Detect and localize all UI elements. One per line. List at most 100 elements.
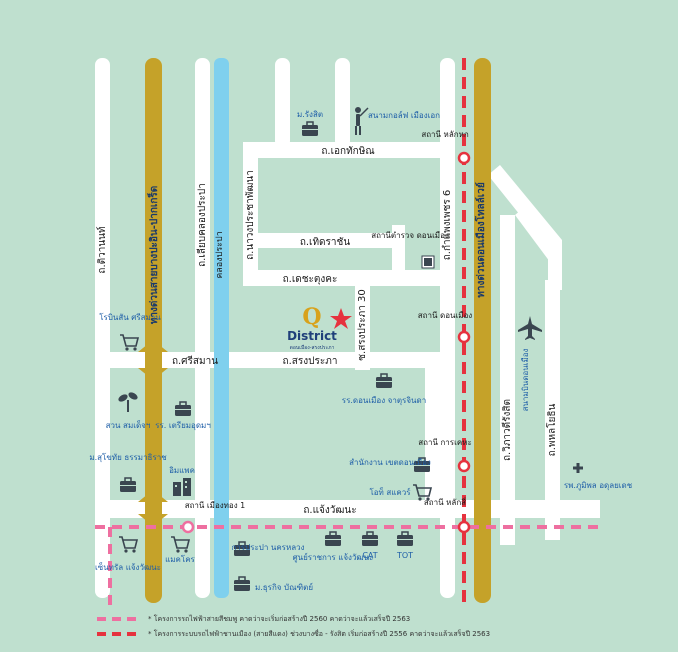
road-label-vibhavadi: ถ.วิภาวดีรังสิต — [501, 399, 513, 461]
label-park: สวน สมเด็จฯ — [106, 420, 151, 430]
road-phahonyothin — [545, 280, 560, 540]
station-marker-mueang-thong — [181, 520, 195, 534]
logo-tagline: ดอนเมือง-สรงประภา — [290, 344, 335, 351]
road-ekthakhin — [243, 142, 455, 158]
road-label-kerd-ratchan: ถ.เทิดราชัน — [300, 237, 351, 248]
road-khlong-prapa — [195, 58, 210, 598]
interchange-north — [138, 340, 168, 352]
hospital-icon — [573, 463, 583, 473]
station-label-mueang-thong: สถานี เมืองทอง 1 — [185, 501, 246, 510]
cart-icon — [120, 334, 140, 351]
interchange-markers — [138, 340, 168, 526]
cart-icon — [119, 536, 139, 553]
road-golf-spur — [335, 58, 350, 148]
briefcase-icon — [414, 457, 430, 472]
legend-red-label: * โครงการระบบรถไฟฟ้าชานเมือง (สายสีแดง) … — [148, 629, 490, 638]
label-it-square: โอท็ สแควร์ — [369, 487, 411, 497]
road-label-tewan: ถ.ติวานนท์ — [96, 226, 108, 273]
legend-pink-label: * โครงการรถไฟฟ้าสายสีชมพู คาดว่าจะเริ่มก… — [148, 614, 410, 623]
station-label-don-mueang: สถานี ดอนเมือง — [418, 311, 473, 320]
police-station-label: สถานีตำรวจ ดอนเมือง — [371, 231, 449, 240]
station-label-laksi-north: สถานี หลักหก — [421, 130, 469, 139]
road-songprapa-30 — [355, 280, 370, 370]
road-label-songprapa: ถ.สรงประภา — [283, 356, 338, 367]
briefcase-icon — [302, 121, 318, 136]
road-rangsit-spur — [275, 58, 290, 148]
briefcase-icon — [120, 477, 136, 492]
interchange-ch-south — [138, 514, 168, 526]
logo-name: District — [287, 329, 337, 343]
interchange-ch-north — [138, 490, 168, 502]
label-central: เซ็นทรัล แจ้งวัฒนะ — [95, 562, 161, 572]
police-station-icon — [421, 255, 435, 269]
label-impact: อิมแพค — [169, 466, 195, 475]
road-label-khlong-prapa: ถ.เลียบคลองประปา — [196, 183, 208, 267]
label-dhurakij: ม.ธุรกิจ บัณฑิตย์ — [255, 582, 313, 592]
station-marker-don-mueang — [457, 330, 471, 344]
airplane-icon — [518, 316, 542, 340]
briefcase-icon — [362, 531, 378, 546]
road-vibhavadi — [500, 215, 515, 545]
station-marker-laksi — [457, 520, 471, 534]
road-label-dechatungka: ถ.เดชะตุงคะ — [283, 274, 338, 285]
road-label-nam-prapa-2: ถ.นาวงประชาพัฒนา — [245, 170, 256, 260]
project-star-icon — [330, 308, 352, 329]
logo-letter: Q — [302, 304, 321, 330]
place-icons — [119, 121, 433, 591]
canal-label: คลองประปา — [215, 231, 225, 278]
road-label-chaengwattana: ถ.แจ้งวัฒนะ — [303, 504, 356, 516]
label-makro: แมคโคร — [165, 554, 195, 564]
expressway-west-label: ทางด่วนสายบางปะอิน-ปากเกร็ด — [146, 186, 160, 325]
road-sisaman-songprapa — [95, 352, 455, 368]
station-marker-laksi-north — [457, 151, 471, 165]
briefcase-icon — [234, 541, 250, 556]
tree-icon — [118, 392, 138, 412]
label-robinson: โรบินสัน ศรีสมาน — [99, 312, 161, 322]
canal-khlong-prapa — [214, 58, 229, 598]
legend: * โครงการรถไฟฟ้าสายสีชมพู คาดว่าจะเริ่มก… — [97, 614, 490, 638]
road-label-kamphaeng-phet-6: ถ.กำแพงเพชร 6 — [442, 190, 453, 261]
road-kamphaeng-phet-6 — [440, 58, 455, 598]
golfer-icon — [355, 107, 369, 135]
road-label-ekthakhin: ถ.เอกทักษิณ — [321, 146, 374, 157]
label-tesco: ม.สุโขทัย ธรรมาธิราช — [89, 452, 167, 462]
road-phahon-diagonal — [515, 205, 562, 262]
label-tot: TOT — [396, 551, 413, 560]
briefcase-icon — [397, 531, 413, 546]
briefcase-icon — [175, 401, 191, 416]
station-markers — [181, 151, 471, 534]
cart-icon — [413, 484, 433, 501]
road-tewan — [95, 58, 110, 598]
expressway-east — [474, 58, 491, 603]
expressway-west — [145, 58, 162, 603]
road-label-songprapa-30: ซ.สรงประภา 30 — [357, 289, 368, 361]
station-marker-kan-keha — [457, 459, 471, 473]
briefcase-icon — [234, 576, 250, 591]
road-office-spur — [425, 360, 440, 500]
interchange-south — [138, 368, 168, 380]
label-cat: CAT — [362, 551, 377, 560]
briefcase-icon — [376, 373, 392, 388]
label-airport: สนามบินดอนเมือง — [521, 348, 530, 411]
project-logo: Q District ดอนเมือง-สรงประภา — [287, 304, 337, 351]
label-rangsit-univ: ม.รังสิต — [297, 110, 323, 119]
road-vibhavadi-diagonal — [488, 165, 562, 290]
cart-icon — [171, 536, 191, 553]
road-dechatungka — [243, 270, 455, 286]
label-golf: สนามกอล์ฟ เมืองเอก — [368, 110, 440, 120]
expressway-east-label: ทางด่วนดอนเมืองโทลล์เวย์ — [474, 182, 487, 298]
label-hospital: รพ.ภูมิพล อดุลยเดช — [564, 481, 633, 491]
label-don-mueang-school: รร.ดอนเมือง จาตุรจินดา — [342, 396, 426, 405]
road-kerd-ratchan — [243, 233, 403, 248]
briefcase-icon — [325, 531, 341, 546]
label-gov-center: ศูนย์ราชการ แจ้งวัฒนะ — [293, 552, 374, 563]
station-label-laksi: สถานี หลักสี่ — [424, 496, 466, 507]
place-labels: ม.รังสิต สนามกอล์ฟ เมืองเอก โรบินสัน ศรี… — [89, 110, 632, 592]
label-district-office: สำนักงาน เขตดอนเมือง — [349, 458, 431, 467]
road-label-sisaman: ถ.ศรีสมาน — [172, 355, 218, 367]
road-label-phahonyothin: ถ.พหลโยธิน — [545, 403, 558, 456]
building-icon — [173, 478, 191, 496]
label-school: รร. เตรียมอุดมฯ — [155, 421, 211, 430]
station-label-kan-keha: สถานี การเคหะ — [418, 438, 472, 447]
